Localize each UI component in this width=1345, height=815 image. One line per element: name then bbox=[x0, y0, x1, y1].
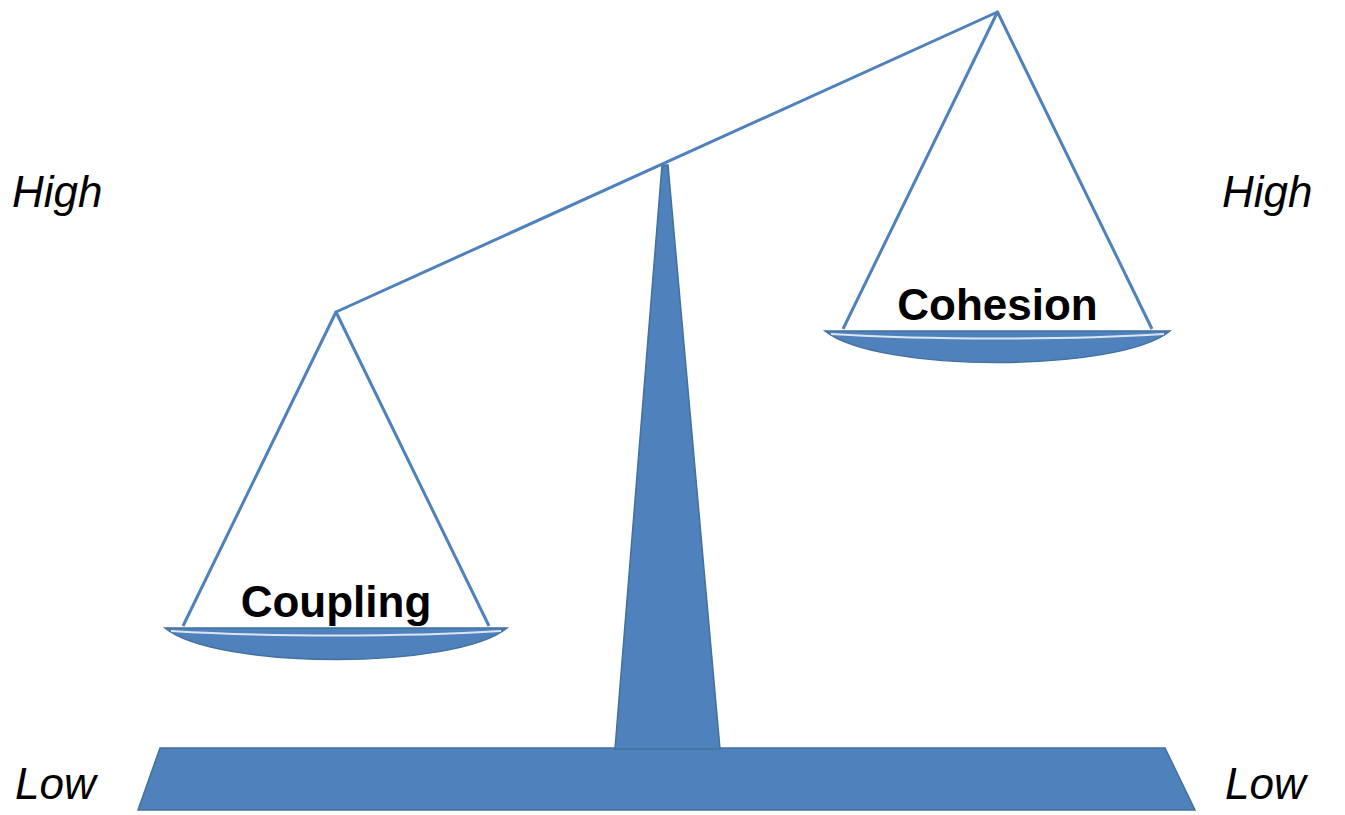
scale-level-label: Low bbox=[15, 762, 96, 806]
pan-rim bbox=[831, 334, 1164, 339]
pan-strings bbox=[183, 312, 489, 626]
scale-level-label: Low bbox=[1225, 762, 1306, 806]
pan-strings bbox=[843, 12, 1152, 329]
scale-level-label: High bbox=[1222, 170, 1313, 214]
scale-pan: Coupling bbox=[165, 312, 507, 664]
scale-level-label: High bbox=[12, 170, 103, 214]
balance-beam bbox=[336, 12, 998, 312]
pan-bowl bbox=[165, 628, 507, 660]
pan-text-group: Coupling bbox=[165, 578, 507, 626]
pan-label: Cohesion bbox=[897, 281, 1097, 329]
scale-pan: Cohesion bbox=[825, 12, 1170, 367]
pan-bowl bbox=[825, 331, 1170, 363]
pan-rim bbox=[171, 631, 501, 636]
scale-base bbox=[138, 748, 1195, 810]
scale-post bbox=[615, 165, 720, 749]
pan-text-group: Cohesion bbox=[825, 281, 1170, 329]
pan-label: Coupling bbox=[241, 578, 432, 626]
